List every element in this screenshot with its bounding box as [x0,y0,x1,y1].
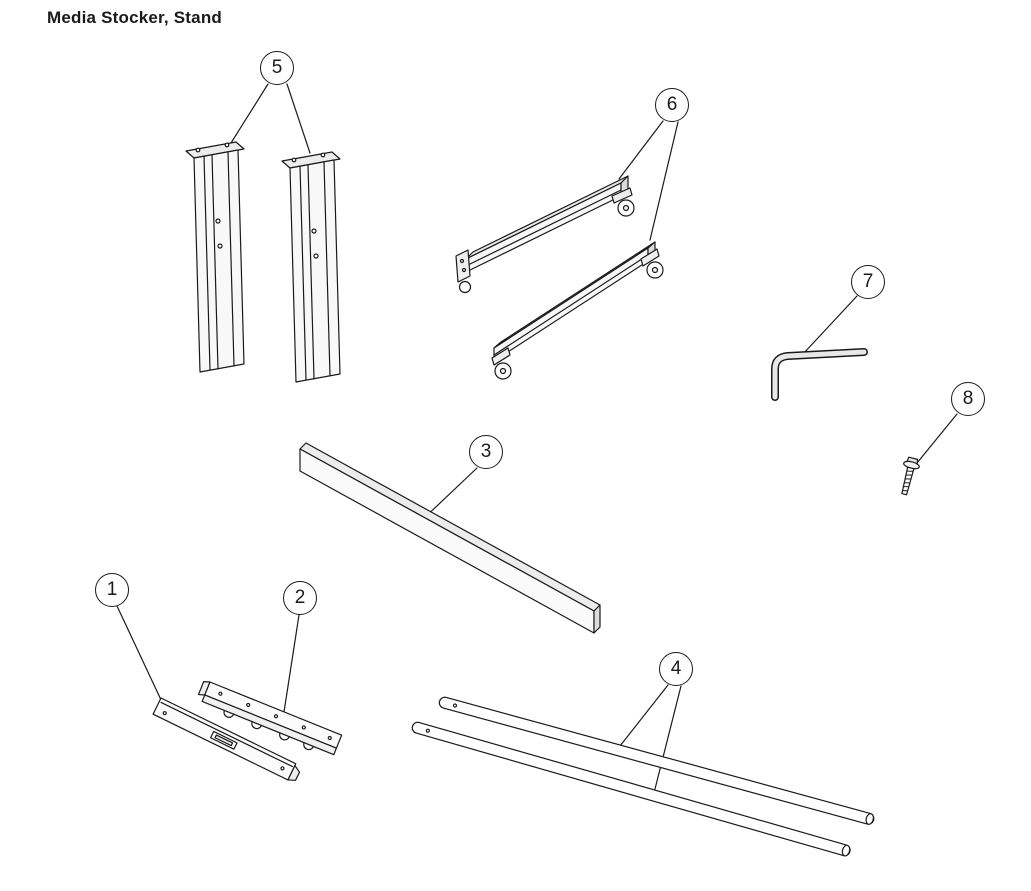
callout-5-label: 5 [271,57,283,78]
leader-lines [116,83,958,790]
callout-3-label: 3 [480,441,492,462]
part-bracket-lower [152,697,301,781]
callout-1: 1 [95,573,129,607]
part-bracket-notched [197,681,343,756]
callout-6: 6 [655,88,689,122]
part-upright-rails [185,141,341,383]
callout-6-label: 6 [666,94,678,115]
callout-5: 5 [260,51,294,85]
callout-4: 4 [659,652,693,686]
diagram-title: Media Stocker, Stand [47,8,222,27]
part-allen-key [771,348,868,401]
callout-2-label: 2 [294,587,306,608]
part-cross-bar [299,442,601,634]
part-caster-legs [455,175,664,380]
callout-7: 7 [851,265,885,299]
part-screw [901,456,920,496]
callout-3: 3 [469,435,503,469]
callout-2: 2 [283,581,317,615]
callout-7-label: 7 [862,271,874,292]
part-support-tubes [411,696,875,857]
callout-8-label: 8 [962,388,974,409]
callout-8: 8 [951,382,985,416]
callout-1-label: 1 [106,579,118,600]
callout-4-label: 4 [670,658,682,679]
